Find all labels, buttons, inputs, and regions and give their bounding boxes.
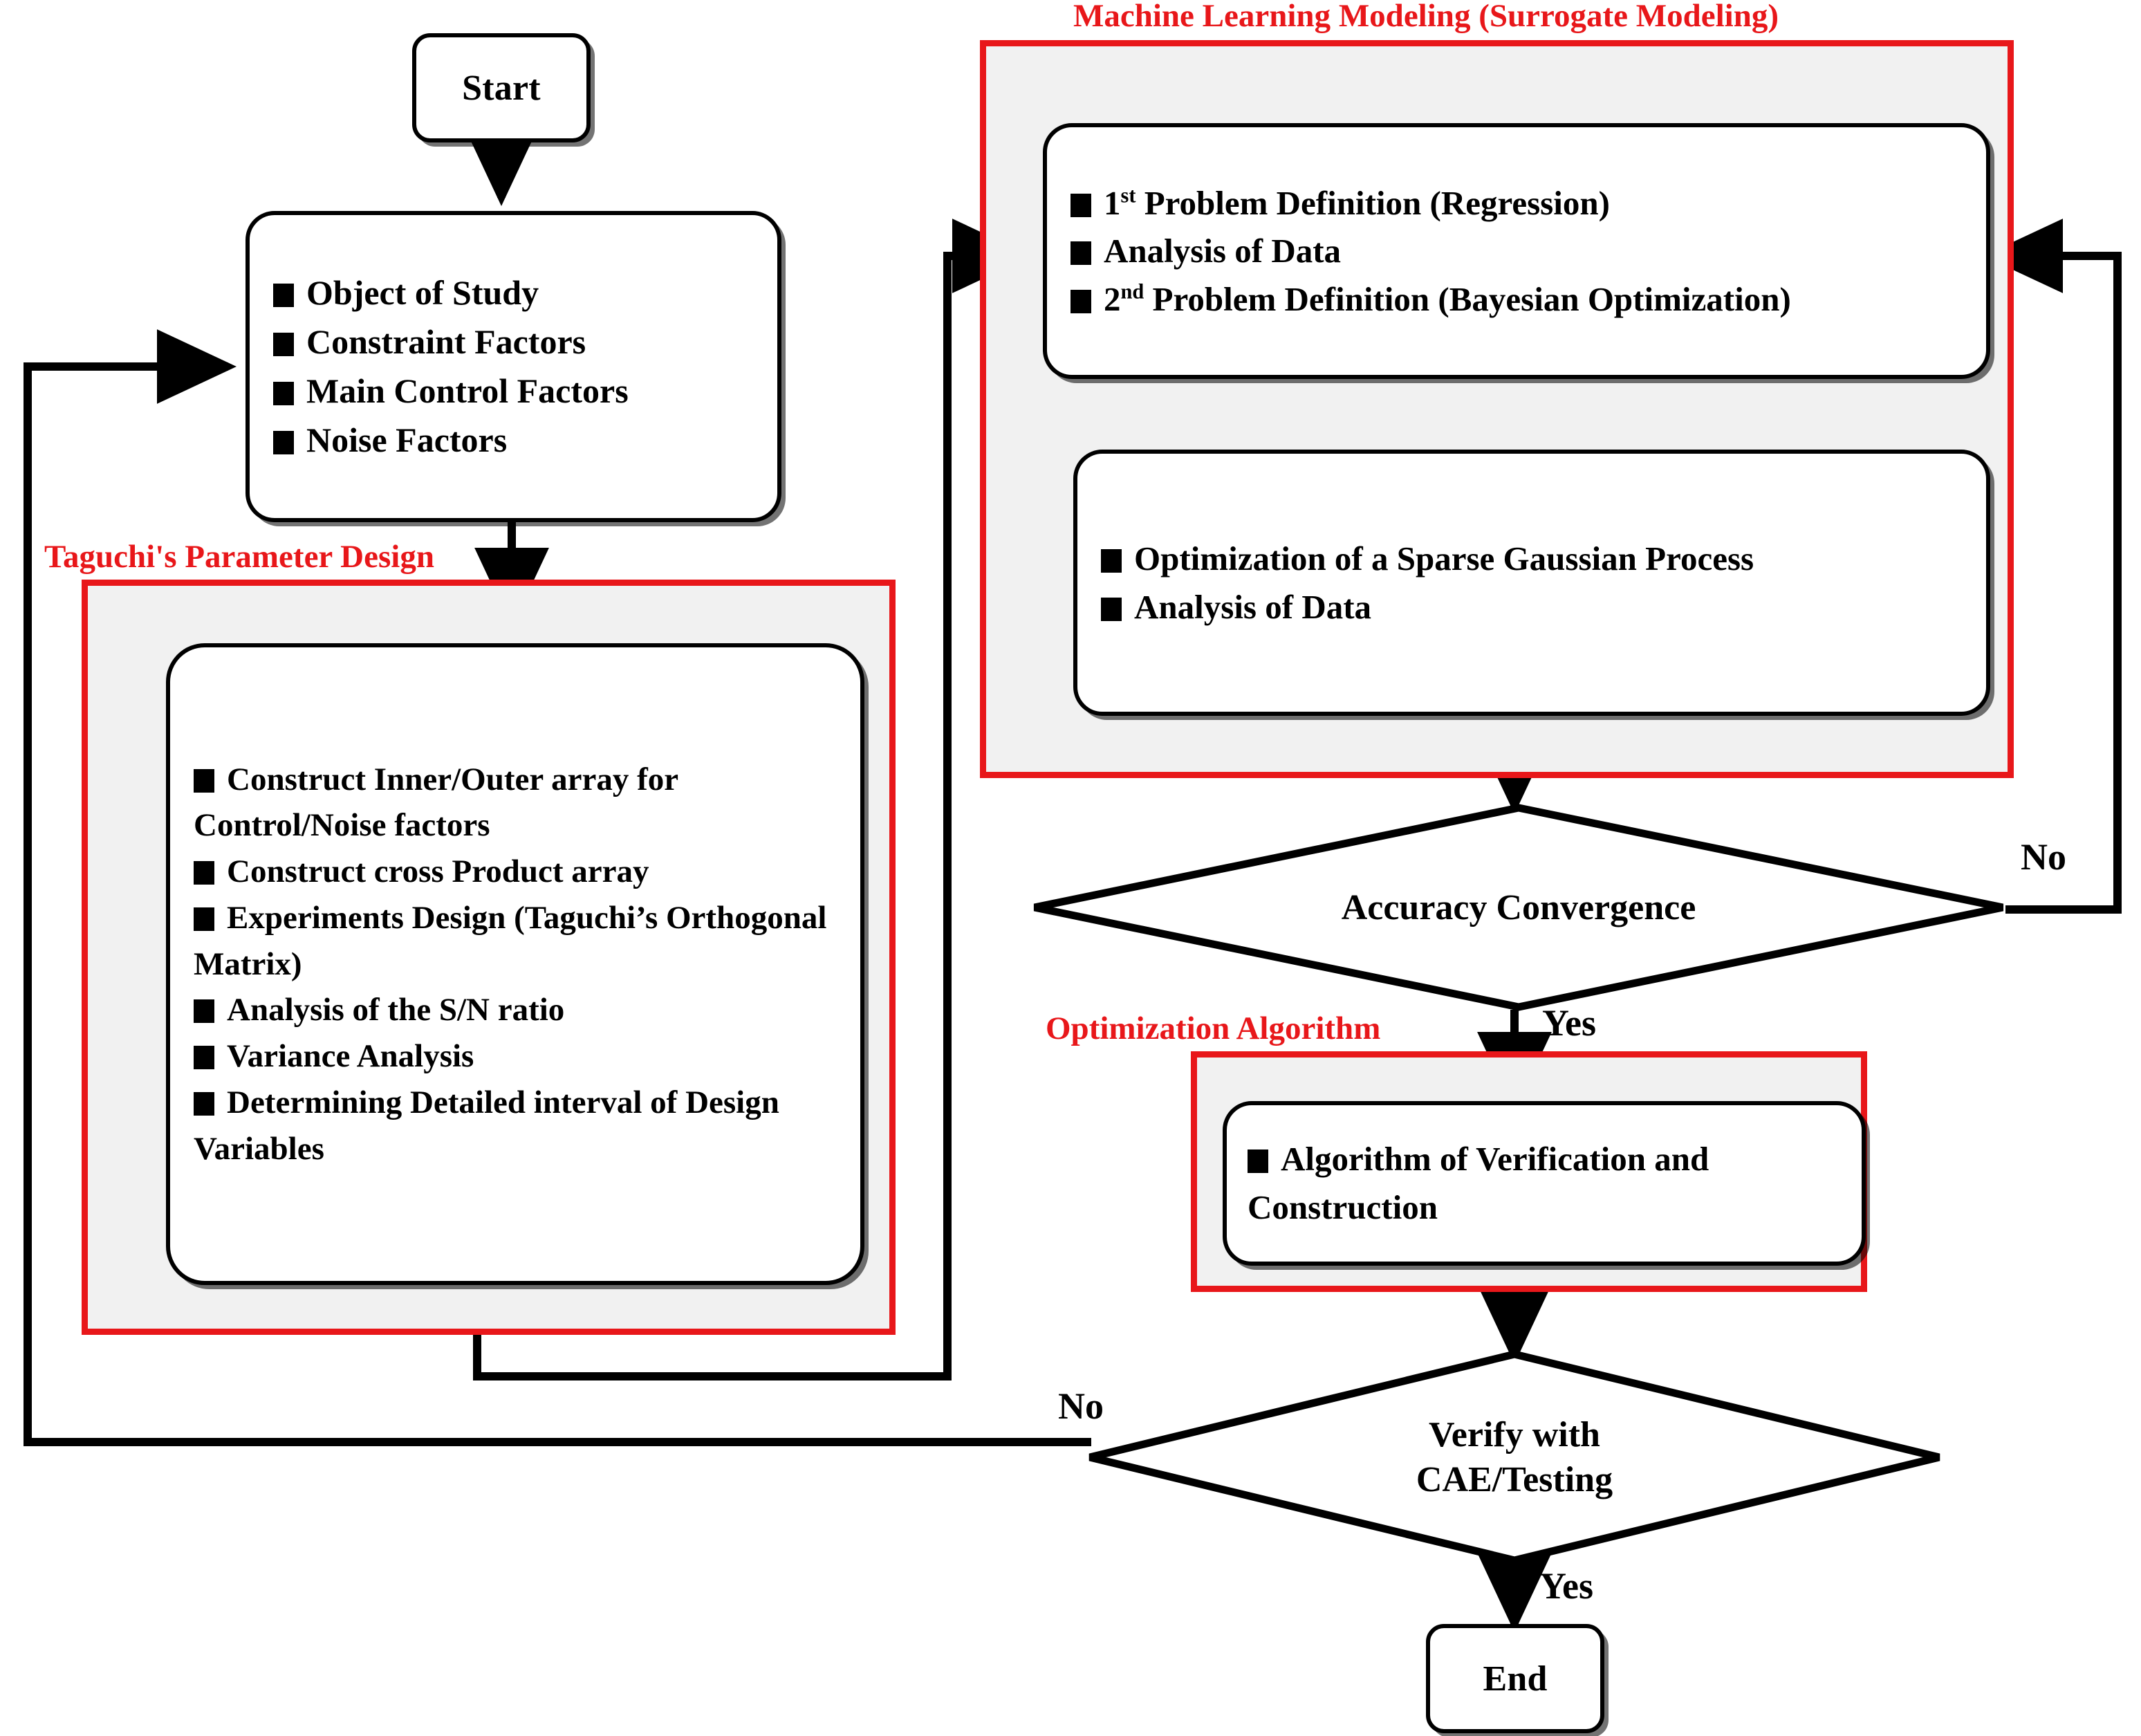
list-item: Construct cross Product array [194, 849, 840, 895]
edge-accuracy-no-loop [1983, 219, 2122, 914]
problem-definition-item-3: 2nd Problem Definition (Bayesian Optimiz… [1104, 279, 1791, 318]
bullet-square-icon [273, 431, 294, 454]
group-label-machine-learning: Machine Learning Modeling (Surrogate Mod… [1070, 0, 1782, 35]
edge-label-accuracy-yes: Yes [1542, 1002, 1596, 1044]
node-verification-algorithm[interactable]: Algorithm of Verification and Constructi… [1223, 1101, 1866, 1266]
bullet-square-icon [273, 333, 294, 356]
list-item: Analysis of the S/N ratio [194, 987, 840, 1033]
list-item: Construct Inner/Outer array for Control/… [194, 761, 686, 844]
list-item: Main Control Factors [273, 367, 754, 416]
bullet-square-icon [194, 861, 214, 885]
verification-algorithm-list: Algorithm of Verification and Constructi… [1248, 1135, 1841, 1231]
list-item: Constraint Factors [273, 317, 754, 367]
list-item: Analysis of Data [1070, 227, 1963, 275]
list-item: Object of Study [273, 268, 754, 317]
node-object-of-study[interactable]: Object of Study Constraint Factors Main … [245, 211, 781, 522]
bullet-square-icon [273, 382, 294, 405]
object-of-study-list: Object of Study Constraint Factors Main … [273, 268, 754, 465]
node-end[interactable]: End [1426, 1624, 1604, 1733]
edge-label-accuracy-no: No [2021, 836, 2066, 878]
taguchi-steps-list: Construct Inner/Outer array for Control/… [194, 757, 840, 1172]
node-start[interactable]: Start [412, 33, 591, 142]
bullet-square-icon [1070, 289, 1091, 313]
bullet-square-icon [1101, 597, 1122, 621]
bullet-square-icon [1248, 1149, 1268, 1174]
problem-definition-item-1: 1st Problem Definition (Regression) [1104, 183, 1610, 222]
list-item: 1st Problem Definition (Regression) [1070, 179, 1963, 228]
node-problem-definition[interactable]: 1st Problem Definition (Regression) Anal… [1043, 123, 1990, 379]
edge-label-verify-no: No [1058, 1385, 1104, 1427]
bullet-square-icon [1070, 193, 1091, 217]
bullet-square-icon [194, 1046, 214, 1070]
group-label-optimization: Optimization Algorithm [1043, 1010, 1384, 1047]
node-gaussian-process[interactable]: Optimization of a Sparse Gaussian Proces… [1073, 450, 1990, 716]
decision-accuracy-convergence[interactable]: Accuracy Convergence [1030, 804, 2007, 1011]
problem-definition-item-2: Analysis of Data [1104, 232, 1342, 270]
list-item: Experiments Design (Taguchi’s Orthogonal… [194, 899, 835, 982]
list-item: Analysis of Data [1101, 583, 1963, 631]
edge-label-verify-yes: Yes [1539, 1565, 1593, 1607]
list-item: 2nd Problem Definition (Bayesian Optimiz… [1070, 275, 1963, 324]
bullet-square-icon [194, 768, 214, 793]
edge-verify-no-loop [24, 329, 1091, 1446]
node-end-label: End [1483, 1659, 1548, 1699]
decision-verify-cae-testing[interactable]: Verify with CAE/Testing [1086, 1350, 1943, 1564]
group-label-taguchi: Taguchi's Parameter Design [41, 538, 437, 575]
list-item: Variance Analysis [194, 1033, 840, 1080]
bullet-square-icon [194, 1091, 214, 1116]
node-start-label: Start [462, 68, 541, 108]
list-item: Determining Detailed interval of Design … [194, 1084, 787, 1167]
bullet-square-icon [1101, 548, 1122, 573]
edge-taguchi-to-ml [473, 219, 1032, 1381]
list-item: Optimization of a Sparse Gaussian Proces… [1101, 535, 1963, 583]
gaussian-process-list: Optimization of a Sparse Gaussian Proces… [1101, 535, 1963, 631]
node-taguchi-steps[interactable]: Construct Inner/Outer array for Control/… [166, 643, 864, 1285]
bullet-square-icon [194, 907, 214, 931]
problem-definition-list: 1st Problem Definition (Regression) Anal… [1070, 179, 1963, 324]
bullet-square-icon [194, 999, 214, 1024]
list-item: Algorithm of Verification and Constructi… [1248, 1140, 1718, 1226]
bullet-square-icon [1070, 241, 1091, 266]
bullet-square-icon [273, 284, 294, 307]
list-item: Noise Factors [273, 416, 754, 465]
